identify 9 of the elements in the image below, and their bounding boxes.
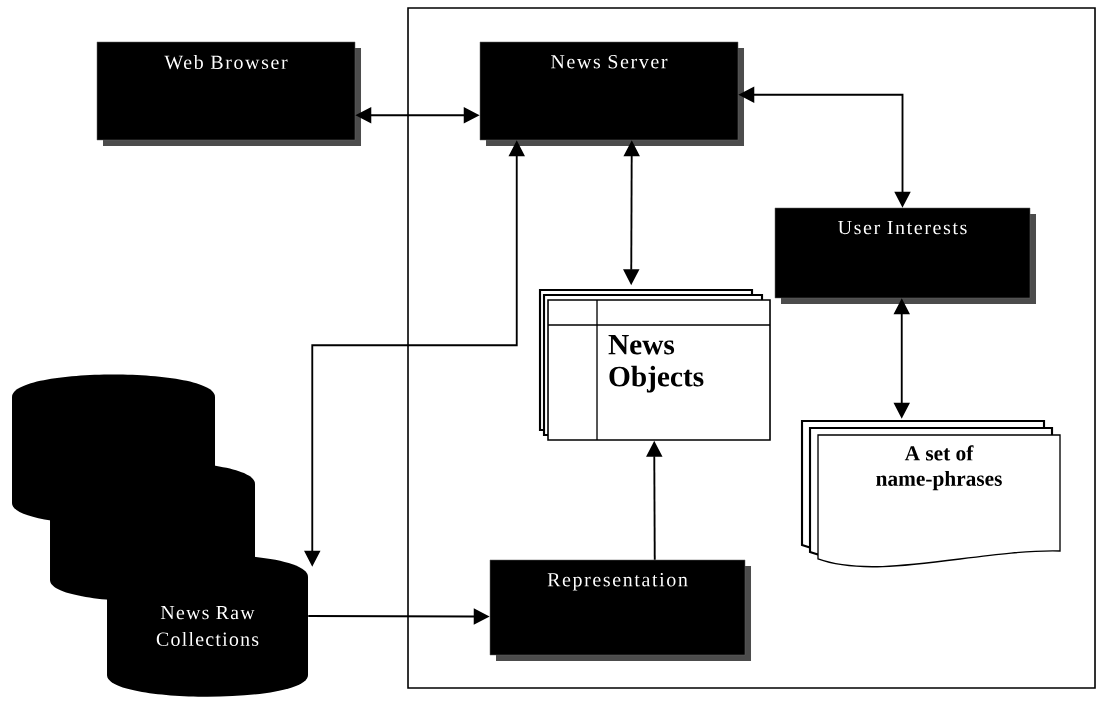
node-label: News Raw Collections	[156, 606, 259, 646]
process-box: Web Browser	[96, 41, 361, 146]
process-box: News Server	[479, 41, 744, 146]
system-boundary	[407, 7, 1096, 689]
database-cylinder: News Raw Collections	[107, 554, 308, 697]
process-box: Representation	[489, 559, 751, 661]
stacked-document: A set of name-phrases	[800, 419, 1061, 568]
stacked-card: News Objects	[538, 288, 771, 441]
process-box: User Interests	[774, 207, 1036, 304]
